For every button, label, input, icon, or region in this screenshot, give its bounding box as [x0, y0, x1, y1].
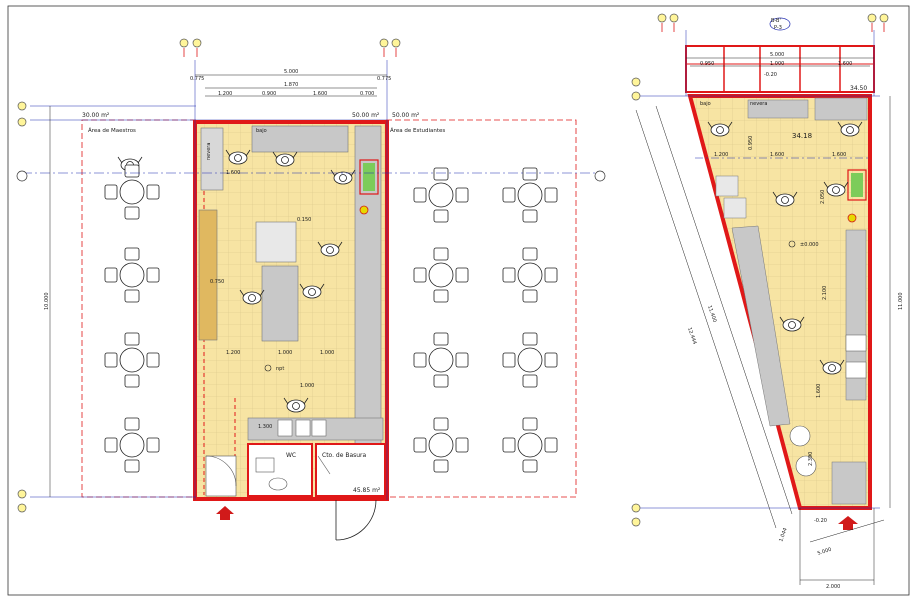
dim-row-2: 1.600	[313, 91, 327, 97]
dim-top-mid: 1.870	[284, 82, 298, 88]
right-dim-top-total: 5.000	[770, 52, 784, 58]
dim-row-0: 1.200	[218, 91, 232, 97]
dim-height: 10.000	[44, 293, 50, 311]
section-marker-top: B-B'	[771, 18, 781, 24]
dim-misc-7: 1.300	[258, 424, 272, 430]
sheet-border	[7, 5, 910, 596]
dim-side-left: 0.775	[190, 76, 204, 82]
dim-side-right: 0.775	[377, 76, 391, 82]
right-dim-misc-0: 1.200	[714, 152, 728, 158]
npt-label: npt	[276, 366, 284, 372]
right-refrigerator	[847, 169, 867, 201]
right-dim-top-level: -0.20	[764, 72, 777, 78]
section-marker-bottom: P-3	[774, 25, 782, 31]
dim-misc-6: 1.000	[300, 383, 314, 389]
right-label-top-mid: nevera	[750, 101, 767, 107]
right-dim-diag-b: 12.444	[686, 327, 697, 346]
right-dim-bottom-small: 1.044	[778, 527, 789, 543]
bottom-area: 45.85 m²	[353, 487, 381, 494]
dim-misc-5: 0.750	[210, 279, 224, 285]
right-dim-misc-7: 2.390	[808, 452, 814, 466]
dim-misc-2: 0.150	[297, 217, 311, 223]
area-maestros-label: Área de Maestros	[88, 127, 136, 134]
dim-misc-1: 1.200	[226, 350, 240, 356]
area-estudiantes-value: 50.00 m²	[392, 112, 420, 119]
island-counter	[261, 265, 299, 342]
counter-top	[251, 125, 349, 153]
right-dim-top-c: 1.600	[838, 61, 852, 67]
equipment-label: nevera	[206, 143, 212, 160]
right-counter	[845, 229, 867, 401]
right-dim-misc-2: 1.600	[832, 152, 846, 158]
storage-left	[198, 209, 218, 341]
dim-top-total: 5.000	[284, 69, 298, 75]
right-label-top-left: bajo	[700, 101, 711, 107]
right-dim-top-b: 1.000	[770, 61, 784, 67]
right-dim-diag-a: 11.400	[706, 305, 717, 324]
entry-arrow-left	[216, 506, 234, 520]
entry-arrow-right	[838, 516, 858, 530]
shelf-left	[200, 127, 224, 191]
dim-misc-0: 1.600	[226, 170, 240, 176]
basura-label: Cto. de Basura	[322, 452, 367, 459]
dim-row-1: 0.900	[262, 91, 276, 97]
right-level-bottom: -0.20	[814, 518, 827, 524]
left-floor-plan: npt	[16, 38, 606, 541]
right-dim-misc-6: 1.600	[816, 384, 822, 398]
area-left-marker: 50.00 m²	[352, 112, 380, 119]
room-label-top: bajo	[256, 128, 267, 134]
wc-label: WC	[286, 452, 296, 459]
dim-misc-3: 1.000	[278, 350, 292, 356]
level-label: ±0.000	[800, 242, 819, 248]
right-dim-top-a: 0.950	[700, 61, 714, 67]
right-dim-misc-1: 1.600	[770, 152, 784, 158]
dim-misc-4: 1.000	[320, 350, 334, 356]
right-dim-bottom: 2.000	[826, 584, 840, 590]
right-dim-misc-3: 0.950	[748, 136, 754, 150]
right-dim-right: 11.000	[898, 293, 904, 311]
right-area-value: 34.18	[792, 132, 812, 140]
right-dim-misc-5: 2.100	[822, 286, 828, 300]
diagonal-counter	[731, 225, 791, 427]
right-dim-bottom-diag: 5.000	[817, 547, 832, 557]
right-floor-plan: ±0.000 B-B' P-3 5.000 0.950 1.000	[631, 13, 904, 590]
refrigerator	[359, 159, 379, 195]
right-dim-misc-4: 2.050	[820, 190, 826, 204]
section-marker	[769, 17, 791, 31]
area-estudiantes-label: Área de Estudiantes	[390, 127, 445, 134]
right-area-value-top: 34.50	[850, 85, 867, 92]
basura-room	[315, 443, 386, 497]
area-maestros-value: 30.00 m²	[82, 112, 110, 119]
dim-row-3: 0.700	[360, 91, 374, 97]
